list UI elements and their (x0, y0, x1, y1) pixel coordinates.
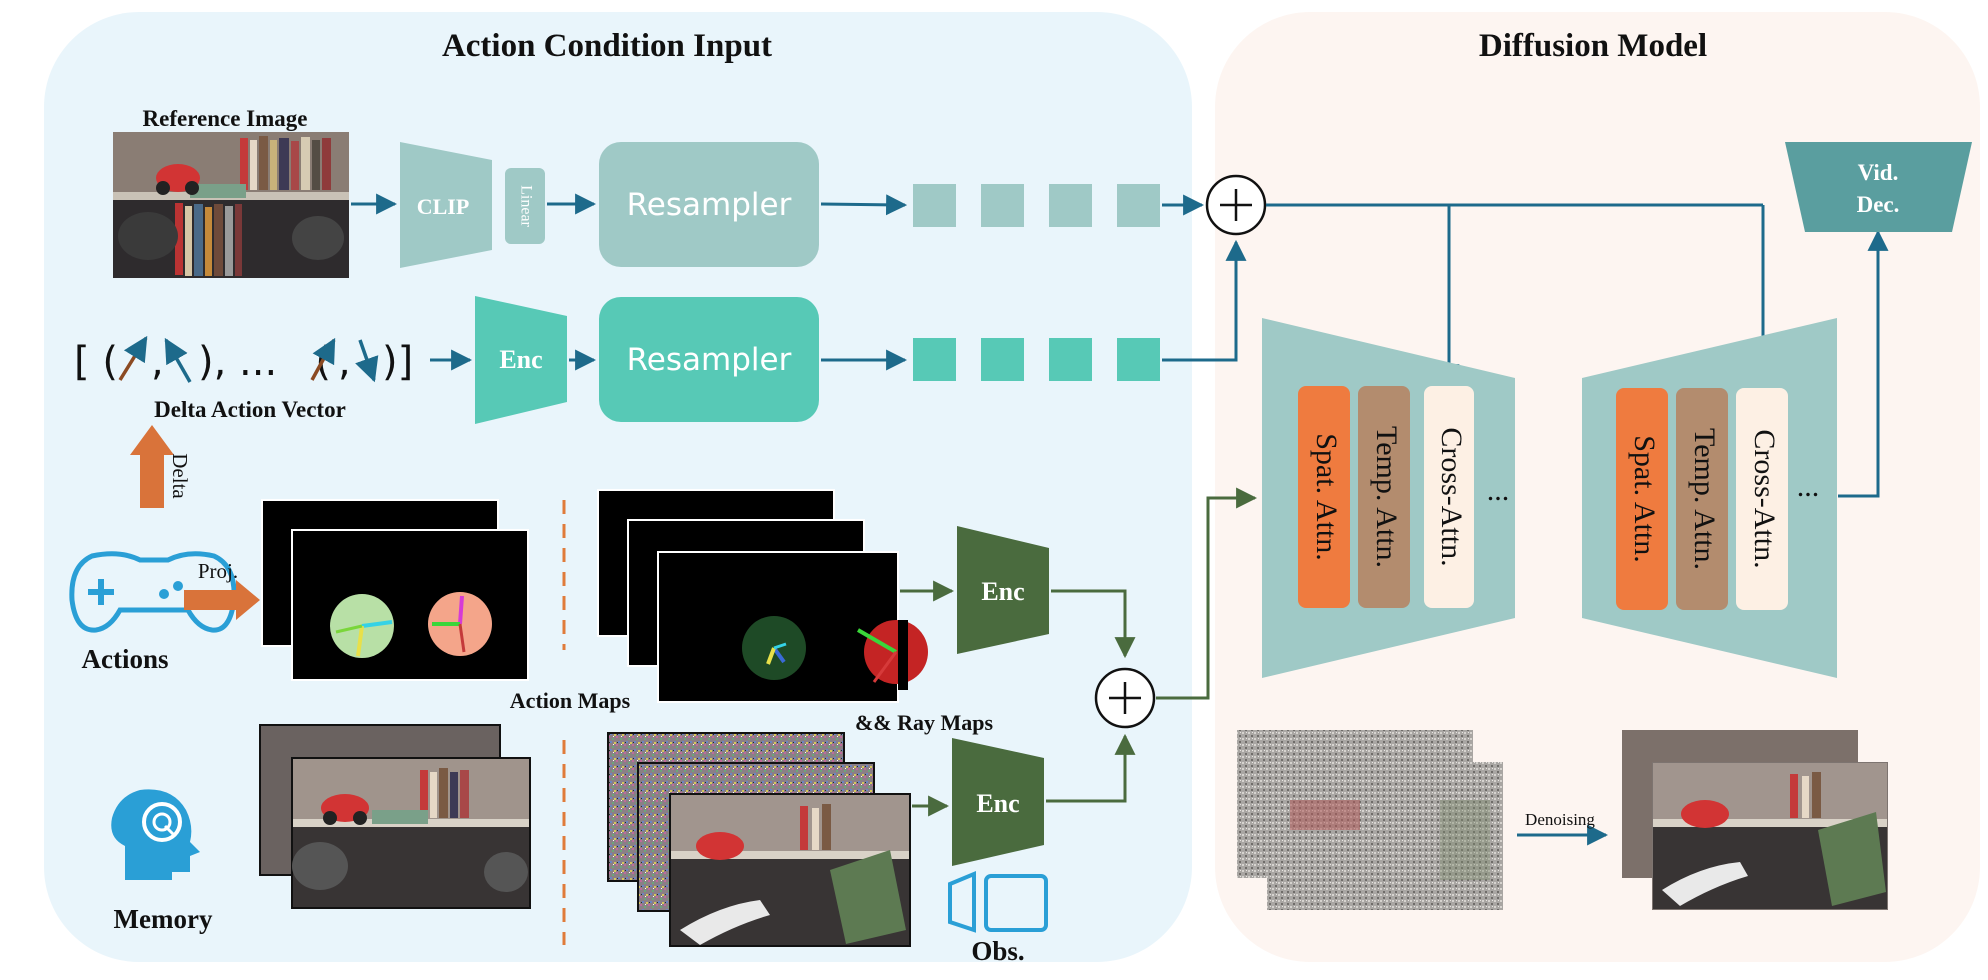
vector-comma-1: , (151, 339, 164, 385)
linear-layer (505, 168, 545, 244)
proj-arrow (184, 580, 260, 620)
clip-label: CLIP (417, 194, 470, 219)
resampler-action-label: Resampler (627, 342, 792, 378)
delta-action-vector-formula: [ ( , ), ... ( , )] (74, 335, 413, 385)
ellipsis-1: ... (1487, 474, 1510, 507)
action-map-stack-right (597, 489, 928, 703)
temp-attn-label-1: Temp. Attn. (1370, 426, 1403, 568)
arrow-resampler-to-tokens-top (820, 194, 908, 216)
arrow-enc-obs-to-plus (1046, 733, 1136, 803)
observation-encoder (952, 738, 1044, 866)
linear-label: Linear (517, 185, 534, 227)
brain-head-icon (111, 789, 200, 880)
vector-middle: ), ... ( (198, 339, 331, 385)
spat-attn-block-2 (1616, 388, 1668, 610)
reference-image-label: Reference Image (143, 106, 308, 131)
proj-label: Proj. (198, 559, 238, 583)
clip-encoder (400, 142, 492, 268)
image-tokens (913, 184, 1160, 227)
denoising-label: Denoising (1525, 810, 1595, 829)
camera-frustum-icon (948, 871, 1048, 933)
denoised-frames (1622, 730, 1888, 910)
spat-attn-label-2: Spat. Attn. (1628, 435, 1661, 563)
vector-comma-2: , (338, 339, 351, 385)
enc-action-label: Enc (499, 345, 542, 374)
obs-label: Obs. (971, 936, 1024, 966)
noisy-frames (1237, 730, 1503, 910)
vector-open-bracket: [ ( (74, 339, 118, 385)
delta-arrow (130, 425, 174, 508)
vid-dec-label-1: Vid. (1858, 160, 1899, 185)
plus-circle-icon (1094, 667, 1156, 729)
resampler-reference (599, 142, 819, 267)
action-maps-label: Action Maps (510, 688, 631, 713)
cross-attn-block-2 (1736, 388, 1788, 610)
noisy-observation-frames (607, 732, 911, 947)
cross-attn-block-1 (1424, 386, 1474, 608)
arrow-tokens-to-plus-mid (1162, 239, 1247, 362)
gamepad-icon (69, 551, 237, 633)
reference-image-thumbnail (113, 132, 349, 278)
vector-close-bracket: )] (382, 339, 413, 385)
action-map-stack-left (261, 499, 529, 681)
resampler-reference-label: Resampler (627, 187, 792, 223)
vid-dec-label-2: Dec. (1857, 192, 1900, 217)
arrow-plus-to-unet (1156, 487, 1258, 700)
temp-attn-block-1 (1358, 386, 1410, 608)
video-decoder (1785, 142, 1972, 232)
cross-attn-label-1: Cross-Attn. (1435, 427, 1468, 566)
delta-label: Delta (168, 453, 192, 499)
action-vector-encoder (475, 296, 567, 424)
memory-label: Memory (114, 904, 213, 934)
temp-attn-label-2: Temp. Attn. (1688, 428, 1721, 570)
plus-circle-icon (1205, 174, 1267, 236)
arrow-enc-maps-to-plus (1051, 589, 1136, 659)
spat-attn-block-1 (1298, 386, 1350, 608)
memory-frames (259, 724, 531, 909)
action-maps-encoder (957, 526, 1049, 654)
action-tokens (913, 338, 1160, 381)
cross-attn-label-2: Cross-Attn. (1748, 429, 1781, 568)
arrow-unet-to-vid-dec (1838, 229, 1889, 498)
section-title-diffusion: Diffusion Model (1479, 28, 1707, 64)
resampler-action (599, 297, 819, 422)
ellipsis-2: ... (1797, 470, 1820, 503)
actions-label: Actions (82, 644, 169, 674)
ray-maps-label: && Ray Maps (855, 710, 994, 735)
spat-attn-label-1: Spat. Attn. (1310, 433, 1343, 561)
delta-action-vector-label: Delta Action Vector (154, 397, 346, 422)
enc-memory-label: Enc (976, 789, 1019, 818)
enc-maps-label: Enc (981, 577, 1024, 606)
temp-attn-block-2 (1676, 388, 1728, 610)
section-title-action: Action Condition Input (442, 28, 772, 64)
